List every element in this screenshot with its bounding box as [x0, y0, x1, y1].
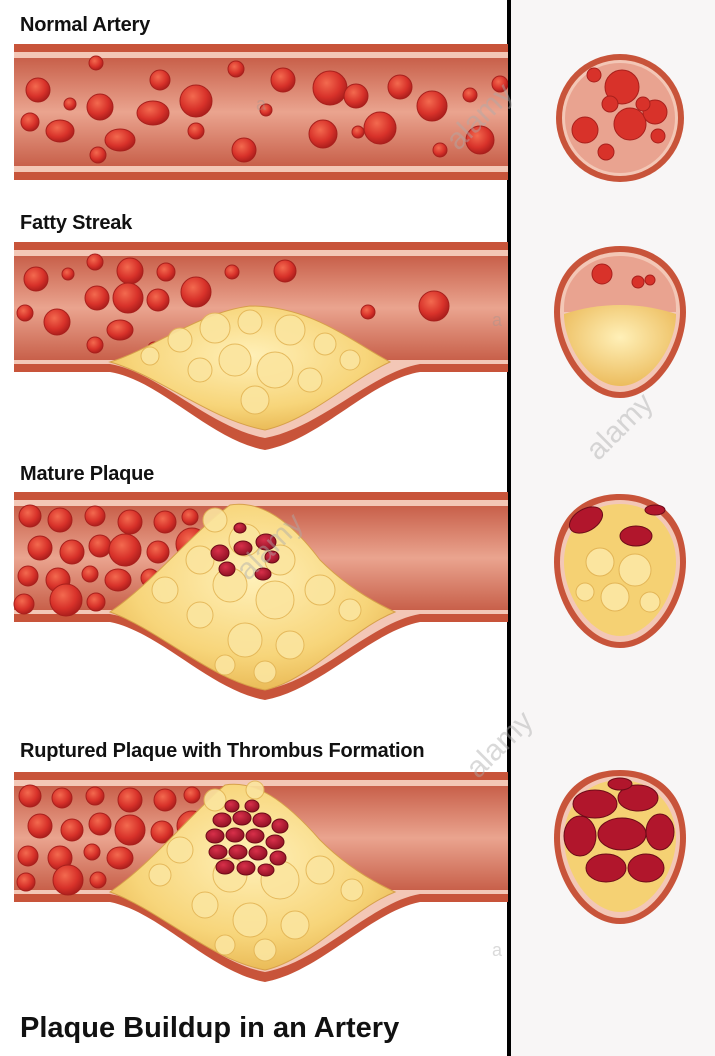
watermark-mark: a: [492, 940, 502, 961]
cross-section-fatty-streak: [540, 242, 700, 402]
longitudinal-artery-illustrations: [0, 0, 508, 1056]
cross-section-ruptured-plaque: [540, 768, 700, 928]
cross-section-mature-plaque: [540, 492, 700, 652]
watermark-mark: a: [492, 310, 502, 331]
watermark-mark: a: [256, 94, 266, 115]
main-title: Plaque Buildup in an Artery: [20, 1012, 399, 1045]
cross-section-normal: [540, 52, 700, 184]
